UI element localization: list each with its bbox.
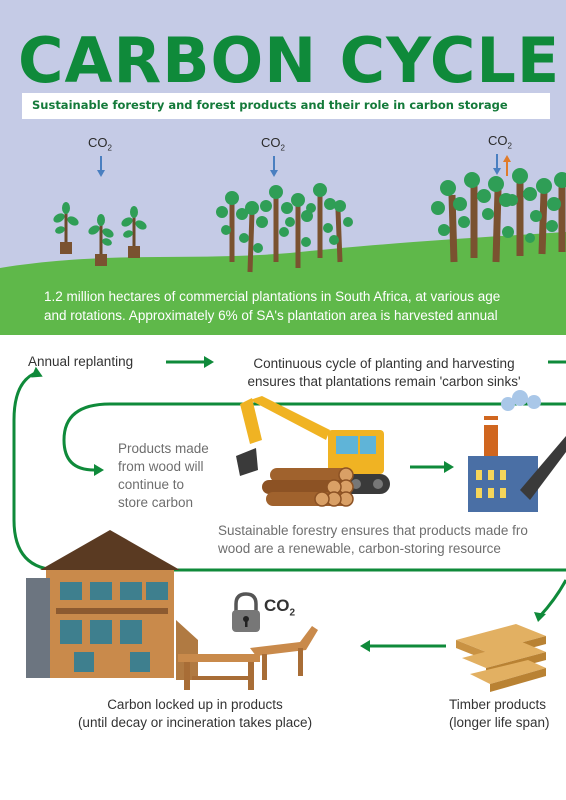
arrow-head-icon (31, 366, 43, 378)
arrow-to-products-icon (360, 640, 446, 652)
products-store-carbon-line4: store carbon (118, 495, 194, 510)
co2-locked-label: CO2 (264, 596, 296, 619)
products-store-carbon-line2: from wood will (118, 459, 204, 474)
arrow-head-icon (94, 464, 104, 476)
wooden-house-icon (26, 530, 198, 680)
plantation-text-line2: and rotations. Approximately 6% of SA's … (44, 308, 498, 323)
arrow-to-mill-icon (410, 461, 454, 473)
timber-planks-icon (456, 624, 546, 692)
continuous-cycle-line2: ensures that plantations remain 'carbon … (247, 374, 521, 389)
page-subtitle: Sustainable forestry and forest products… (32, 98, 508, 112)
co2-label: CO2 (88, 135, 112, 153)
co2-absorption-arrow-icon (270, 156, 278, 177)
timber-products-line2: (longer life span) (449, 715, 550, 730)
wooden-furniture-icon (178, 626, 318, 690)
carbon-locked-line2: (until decay or incineration takes place… (77, 715, 313, 730)
mature-forest-icon (431, 168, 566, 263)
sapling-trees-icon (53, 202, 147, 266)
subtitle-banner (22, 93, 550, 119)
padlock-icon (232, 592, 260, 632)
annual-replanting-label: Annual replanting (28, 354, 134, 369)
products-store-carbon-line1: Products made (118, 441, 209, 456)
carbon-locked-line1: Carbon locked up in products (107, 697, 283, 712)
young-trees-icon (216, 183, 353, 273)
sustainable-forestry-line1: Sustainable forestry ensures that produc… (218, 523, 528, 538)
sustainable-forestry-line2: wood are a renewable, carbon-storing res… (218, 541, 501, 556)
co2-absorption-arrow-icon (97, 156, 105, 177)
page-title: CARBON CYCLE (18, 24, 561, 97)
cycle-flow-lines (12, 370, 566, 572)
co2-balance-arrows-icon (493, 154, 511, 176)
products-store-carbon-line3: continue to (118, 477, 185, 492)
continuous-cycle-line1: Continuous cycle of planting and harvest… (253, 356, 515, 371)
sawmill-factory-icon (468, 390, 566, 512)
timber-products-line1: Timber products (449, 697, 547, 712)
co2-label: CO2 (261, 135, 285, 153)
arrow-to-timber-icon (534, 579, 566, 622)
arrow-to-harvest-icon (166, 356, 214, 368)
grass-hill (0, 232, 566, 335)
flow-line-upper (62, 402, 566, 472)
log-pile-icon (262, 467, 354, 507)
plantation-text-line1: 1.2 million hectares of commercial plant… (44, 289, 501, 304)
flow-line-lower (12, 370, 566, 572)
co2-label: CO2 (488, 133, 512, 151)
